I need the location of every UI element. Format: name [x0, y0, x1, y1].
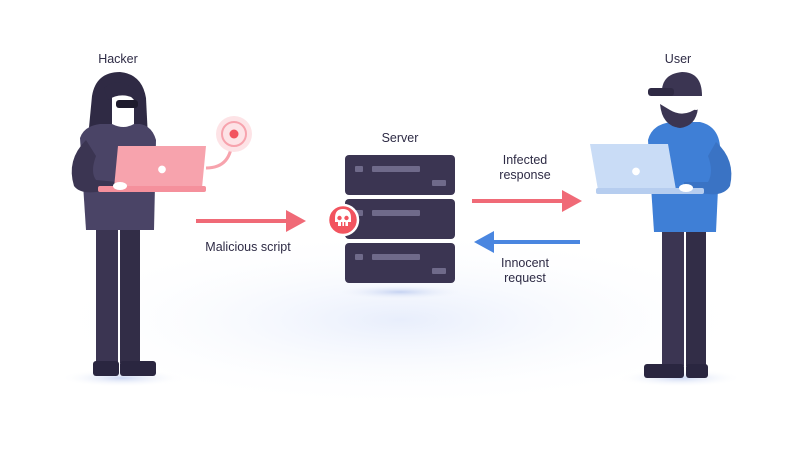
server-icon	[345, 155, 455, 283]
user-cap-brim	[648, 88, 674, 96]
user-arm	[684, 142, 732, 195]
malicious-script-arrow	[196, 210, 306, 232]
innocent-request-label: Innocent request	[480, 256, 570, 286]
hacker-shoe-left	[93, 361, 119, 376]
hacker-hair-front	[104, 82, 136, 100]
server-unit-bottom	[345, 243, 455, 283]
floor-glow	[40, 230, 760, 410]
user-beard	[660, 104, 698, 128]
user-leg-right	[686, 228, 706, 366]
user-hand	[679, 184, 693, 192]
user-shoe-right	[686, 364, 708, 378]
user-leg-left	[662, 228, 684, 366]
hacker-figure: ●	[71, 72, 252, 376]
server-unit-middle	[345, 199, 455, 239]
user-figure: ●	[590, 72, 732, 378]
malicious-script-label: Malicious script	[205, 240, 291, 254]
infected-response-arrow	[472, 190, 582, 212]
innocent-request-arrow	[474, 231, 580, 253]
innocent-label-line1: Innocent	[501, 256, 549, 270]
signal-icon-ring-mid	[221, 121, 247, 147]
user-laptop-logo: ●	[632, 166, 641, 177]
hacker-laptop-logo: ●	[158, 164, 167, 175]
user-shoe-left	[644, 364, 684, 378]
user-ear	[692, 98, 700, 110]
user-label: User	[664, 52, 692, 66]
hacker-leg-right	[120, 225, 140, 363]
signal-icon	[229, 129, 239, 139]
infected-response-label: Infected response	[480, 153, 570, 183]
hacker-hand	[113, 182, 127, 190]
infected-label-line1: Infected	[502, 153, 548, 167]
hacker-face	[112, 92, 134, 127]
user-laptop-screen	[590, 144, 676, 190]
hacker-label: Hacker	[98, 52, 138, 66]
innocent-label-line2: request	[504, 271, 546, 285]
infected-label-line2: response	[499, 168, 551, 182]
hacker-shoe-right	[120, 361, 156, 376]
server-unit-top	[345, 155, 455, 195]
skull-icon	[326, 203, 360, 237]
server-label: Server	[381, 131, 419, 145]
server-shadow	[330, 284, 470, 300]
hacker-laptop-screen	[114, 146, 206, 188]
sunglasses-icon	[116, 100, 138, 108]
hacker-arm	[71, 140, 118, 193]
user-laptop-base	[596, 188, 704, 194]
hacker-leg-left	[96, 225, 118, 363]
